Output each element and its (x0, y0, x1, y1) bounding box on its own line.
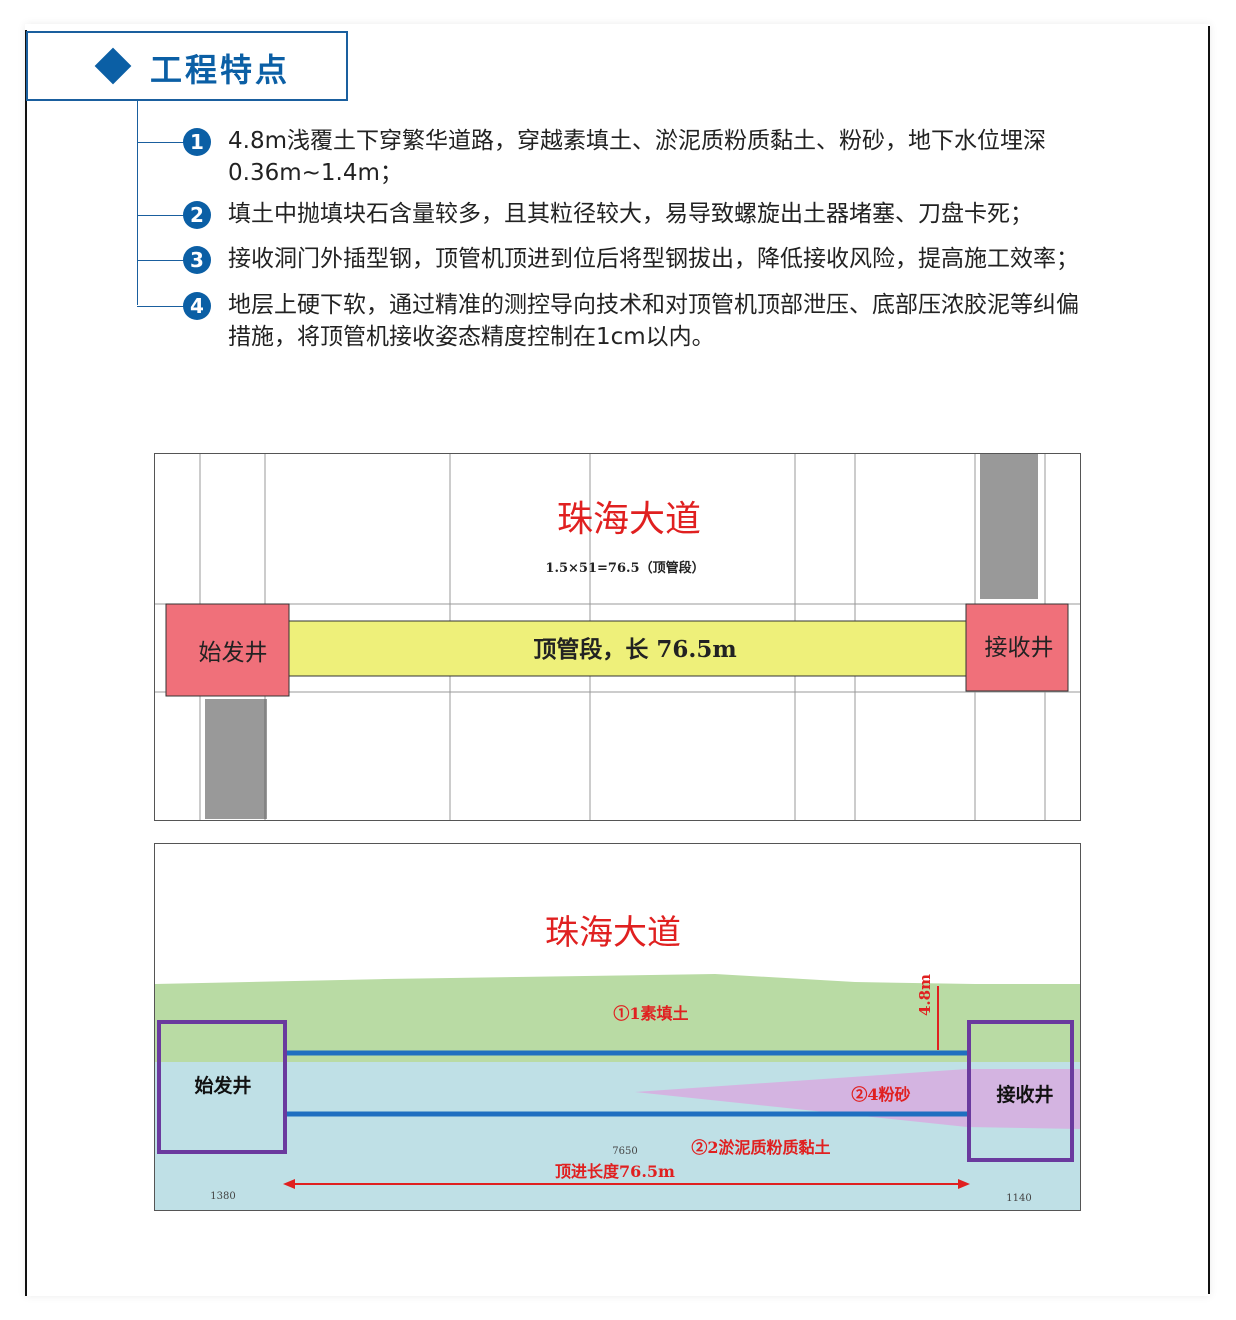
plan-drawing: 珠海大道 1.5×51=76.5（顶管段） 顶管段，长 76.5m 始发井 接收… (154, 453, 1081, 821)
item-text: 接收洞门外插型钢，顶管机顶进到位后将型钢拔出，降低接收风险，提高施工效率； (228, 246, 1079, 272)
profile-drawing: 珠海大道 ①1素填土 ②4粉砂 ②2淤泥质粉质黏土 顶进长度76.5m 4.8m… (154, 843, 1081, 1211)
diamond-icon (94, 47, 132, 85)
item-text: 地层上硬下软，通过精准的测控导向技术和对顶管机顶部泄压、底部压浓胶泥等纠偏措施，… (228, 292, 1079, 350)
dim-left: 1380 (210, 1191, 235, 1202)
right-border (1208, 26, 1210, 1294)
dim-mid: 7650 (612, 1146, 637, 1157)
end-shaft-label: 接收井 (985, 635, 1054, 661)
segment-label: 顶管段，长 76.5m (533, 636, 736, 663)
start-shaft-label: 始发井 (194, 1074, 251, 1097)
section-header: 工程特点 (26, 31, 348, 101)
profile-road-label: 珠海大道 (545, 913, 681, 953)
item-text: 填土中抛填块石含量较多，且其粒径较大，易导致螺旋出土器堵塞、刀盘卡死； (228, 201, 1033, 227)
length-label: 顶进长度76.5m (555, 1162, 675, 1181)
layer3-label: ②2淤泥质粉质黏土 (691, 1138, 830, 1157)
number-badge: 2 (183, 201, 211, 229)
start-shaft-label: 始发井 (199, 640, 268, 666)
dim-right: 1140 (1006, 1193, 1031, 1204)
tree-line (137, 99, 138, 305)
left-border (25, 30, 27, 1296)
plan-road-label: 珠海大道 (557, 499, 701, 540)
section-title: 工程特点 (150, 51, 291, 89)
layer1-label: ①1素填土 (613, 1004, 688, 1023)
number-badge: 4 (183, 292, 211, 320)
number-badge: 3 (183, 246, 211, 274)
depth-label: 4.8m (916, 974, 934, 1016)
end-shaft-label: 接收井 (996, 1083, 1053, 1106)
layer2-label: ②4粉砂 (851, 1085, 910, 1104)
item-text: 4.8m浅覆土下穿繁华道路，穿越素填土、淤泥质粉质黏土、粉砂，地下水位埋深0.3… (228, 128, 1046, 186)
number-badge: 1 (183, 128, 211, 156)
plan-spec: 1.5×51=76.5（顶管段） (545, 560, 704, 576)
